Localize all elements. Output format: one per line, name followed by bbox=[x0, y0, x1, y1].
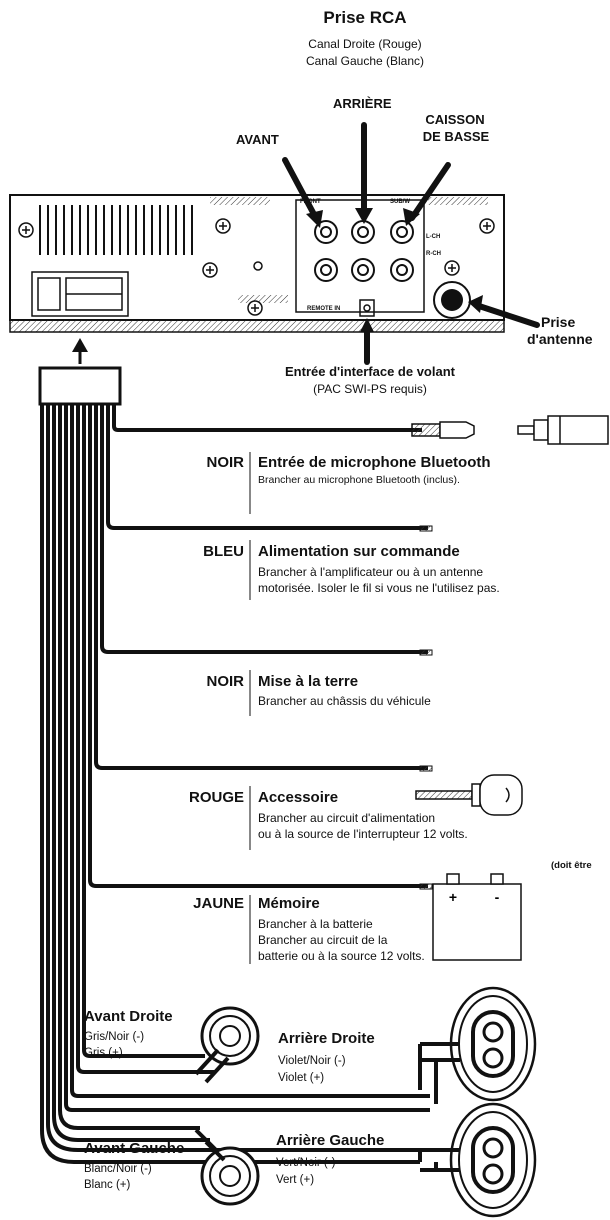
wire-desc: Brancher au microphone Bluetooth (inclus… bbox=[258, 474, 460, 486]
sub-output-label-2: DE BASSE bbox=[422, 129, 490, 144]
speaker-oval-rear-right bbox=[449, 986, 537, 1102]
rear-output-label: ARRIÈRE bbox=[333, 96, 392, 111]
steering-label-2: (PAC SWI-PS requis) bbox=[313, 382, 427, 396]
front-tag: FRONT bbox=[300, 199, 321, 205]
antenna-label-1: Prise bbox=[541, 314, 576, 330]
speaker-rear-left-name: Arrière Gauche bbox=[276, 1132, 385, 1149]
sub-output-label-1: CAISSON bbox=[425, 112, 485, 127]
wire-desc: Brancher au châssis du véhicule bbox=[258, 694, 431, 708]
wire-color-label: JAUNE bbox=[193, 895, 244, 912]
arrow-heads bbox=[72, 208, 483, 352]
wire-desc: batterie ou à la source 12 volts. bbox=[258, 949, 425, 963]
wire-color-label: NOIR bbox=[206, 673, 245, 690]
rca-line1: Canal Droite (Rouge) bbox=[308, 37, 422, 51]
speaker-front-right-neg: Gris/Noir (-) bbox=[84, 1031, 145, 1043]
speaker-oval-rear-left bbox=[449, 1102, 537, 1218]
harness-plug bbox=[38, 366, 122, 406]
wire-color-label: BLEU bbox=[203, 543, 244, 560]
lch-tag: L-CH bbox=[426, 234, 441, 240]
front-output-label: AVANT bbox=[236, 132, 279, 147]
subw-tag: SUB/W bbox=[390, 199, 410, 205]
battery-note: (doit être bbox=[551, 860, 592, 871]
wire-desc: Brancher au circuit d'alimentation bbox=[258, 811, 436, 825]
speaker-front-left-name: Avant Gauche bbox=[84, 1140, 185, 1157]
head-unit-chassis bbox=[9, 194, 505, 333]
speaker-front-right-pos: Gris (+) bbox=[84, 1047, 123, 1059]
vent-fins bbox=[39, 205, 193, 255]
key-icon bbox=[415, 774, 523, 816]
speaker-rear-right-neg: Violet/Noir (-) bbox=[278, 1055, 346, 1067]
wire-color-label: NOIR bbox=[206, 454, 245, 471]
wire-title: Entrée de microphone Bluetooth bbox=[258, 454, 491, 471]
wire-title: Alimentation sur commande bbox=[258, 543, 460, 560]
battery-icon bbox=[432, 873, 522, 961]
speaker-rear-right-name: Arrière Droite bbox=[278, 1030, 375, 1047]
steering-label-1: Entrée d'interface de volant bbox=[285, 364, 455, 379]
speaker-front-left-pos: Blanc (+) bbox=[84, 1179, 131, 1191]
leader-arrows bbox=[282, 122, 540, 365]
wire-title: Mise à la terre bbox=[258, 673, 359, 690]
wire-tips bbox=[419, 525, 433, 890]
wire-title: Mémoire bbox=[258, 895, 320, 912]
wire-desc: motorisée. Isoler le fil si vous ne l'ut… bbox=[258, 581, 500, 595]
svg-text:+: + bbox=[449, 889, 457, 905]
wire-color-label: ROUGE bbox=[188, 789, 244, 806]
antenna-label-2: d'antenne bbox=[527, 331, 593, 347]
rch-tag: R-CH bbox=[426, 251, 441, 257]
iso-connector bbox=[31, 271, 129, 317]
wire-bundle bbox=[40, 404, 430, 1164]
speaker-rear-left-pos: Vert (+) bbox=[276, 1174, 315, 1186]
svg-text:-: - bbox=[495, 889, 500, 905]
screws bbox=[18, 218, 495, 316]
rca-title: Prise RCA bbox=[323, 8, 407, 27]
wire-desc: Brancher à la batterie bbox=[258, 917, 373, 931]
mic-connector bbox=[411, 415, 609, 445]
antenna-socket bbox=[433, 281, 471, 319]
wire-title: Accessoire bbox=[258, 789, 339, 806]
wire-desc: Brancher à l'amplificateur ou à un anten… bbox=[258, 565, 484, 579]
wire-desc: Brancher au circuit de la bbox=[258, 933, 388, 947]
remote-in-tag: REMOTE IN bbox=[307, 306, 341, 312]
speaker-front-left-neg: Blanc/Noir (-) bbox=[84, 1163, 152, 1175]
speaker-rear-left-neg: Vert/Noir (-) bbox=[276, 1157, 336, 1169]
speaker-front-right-name: Avant Droite bbox=[84, 1008, 173, 1025]
rca-line2: Canal Gauche (Blanc) bbox=[305, 54, 425, 68]
wire-desc: ou à la source de l'interrupteur 12 volt… bbox=[258, 827, 468, 841]
speaker-rear-right-pos: Violet (+) bbox=[278, 1072, 325, 1084]
speaker-round-front-left bbox=[200, 1146, 260, 1206]
